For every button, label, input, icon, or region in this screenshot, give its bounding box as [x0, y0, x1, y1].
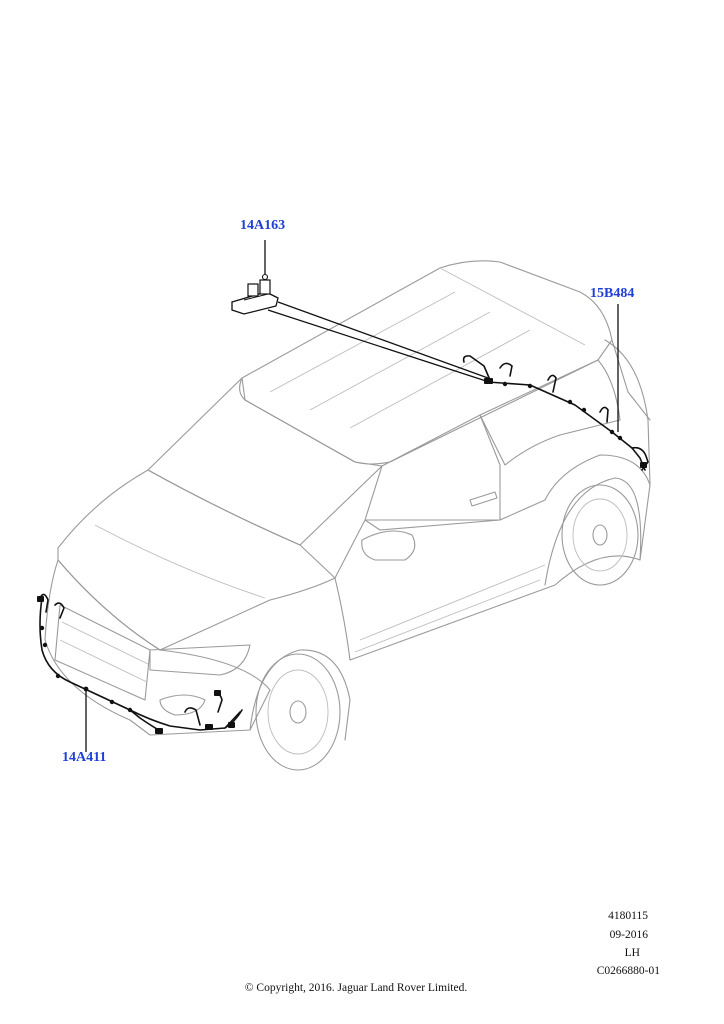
- callout-14A163[interactable]: 14A163: [240, 218, 286, 233]
- callout-leaders: [85, 240, 619, 752]
- roof-harness-15B484: [462, 355, 649, 471]
- front-bumper-harness-14A411: [37, 593, 243, 734]
- leader-14A163-to-roof-a: [267, 309, 487, 382]
- diagram-date: 09-2016: [609, 929, 648, 941]
- copyright-notice: © Copyright, 2016. Jaguar Land Rover Lim…: [244, 982, 468, 994]
- ref-number: 4180115: [608, 910, 648, 922]
- callout-14A411[interactable]: 14A411: [62, 750, 107, 765]
- vehicle-outline: [44, 260, 651, 771]
- illustration-code: C0266880-01: [596, 965, 660, 977]
- leader-14A163-to-roof-b: [277, 301, 489, 379]
- side-indicator: LH: [624, 947, 640, 959]
- callout-15B484[interactable]: 15B484: [590, 286, 635, 301]
- component-14A163-icon: [231, 273, 279, 315]
